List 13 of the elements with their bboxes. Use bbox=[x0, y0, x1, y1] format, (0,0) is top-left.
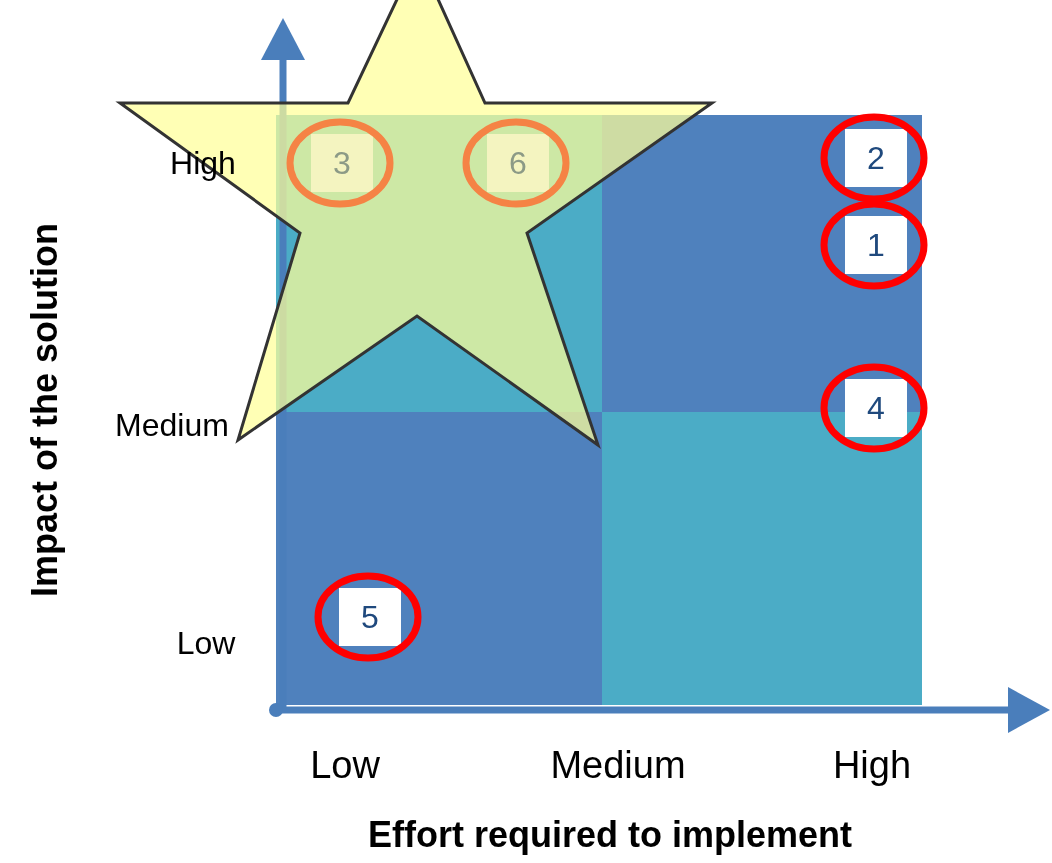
tick-label: Medium bbox=[115, 406, 229, 444]
number-tag: 2 bbox=[845, 129, 907, 187]
tick-label: Low bbox=[176, 624, 236, 662]
axis-title: Effort required to implement bbox=[368, 814, 852, 856]
number-tag: 6 bbox=[487, 134, 549, 192]
number-tag: 1 bbox=[845, 216, 907, 274]
number-tag: 5 bbox=[339, 588, 401, 646]
tick-label: High bbox=[832, 743, 912, 787]
tick-label: Medium bbox=[550, 743, 686, 787]
number-tag: 3 bbox=[311, 134, 373, 192]
tick-label: Low bbox=[310, 743, 380, 787]
axis-title: Impact of the solution bbox=[24, 223, 66, 597]
number-tag: 4 bbox=[845, 379, 907, 437]
